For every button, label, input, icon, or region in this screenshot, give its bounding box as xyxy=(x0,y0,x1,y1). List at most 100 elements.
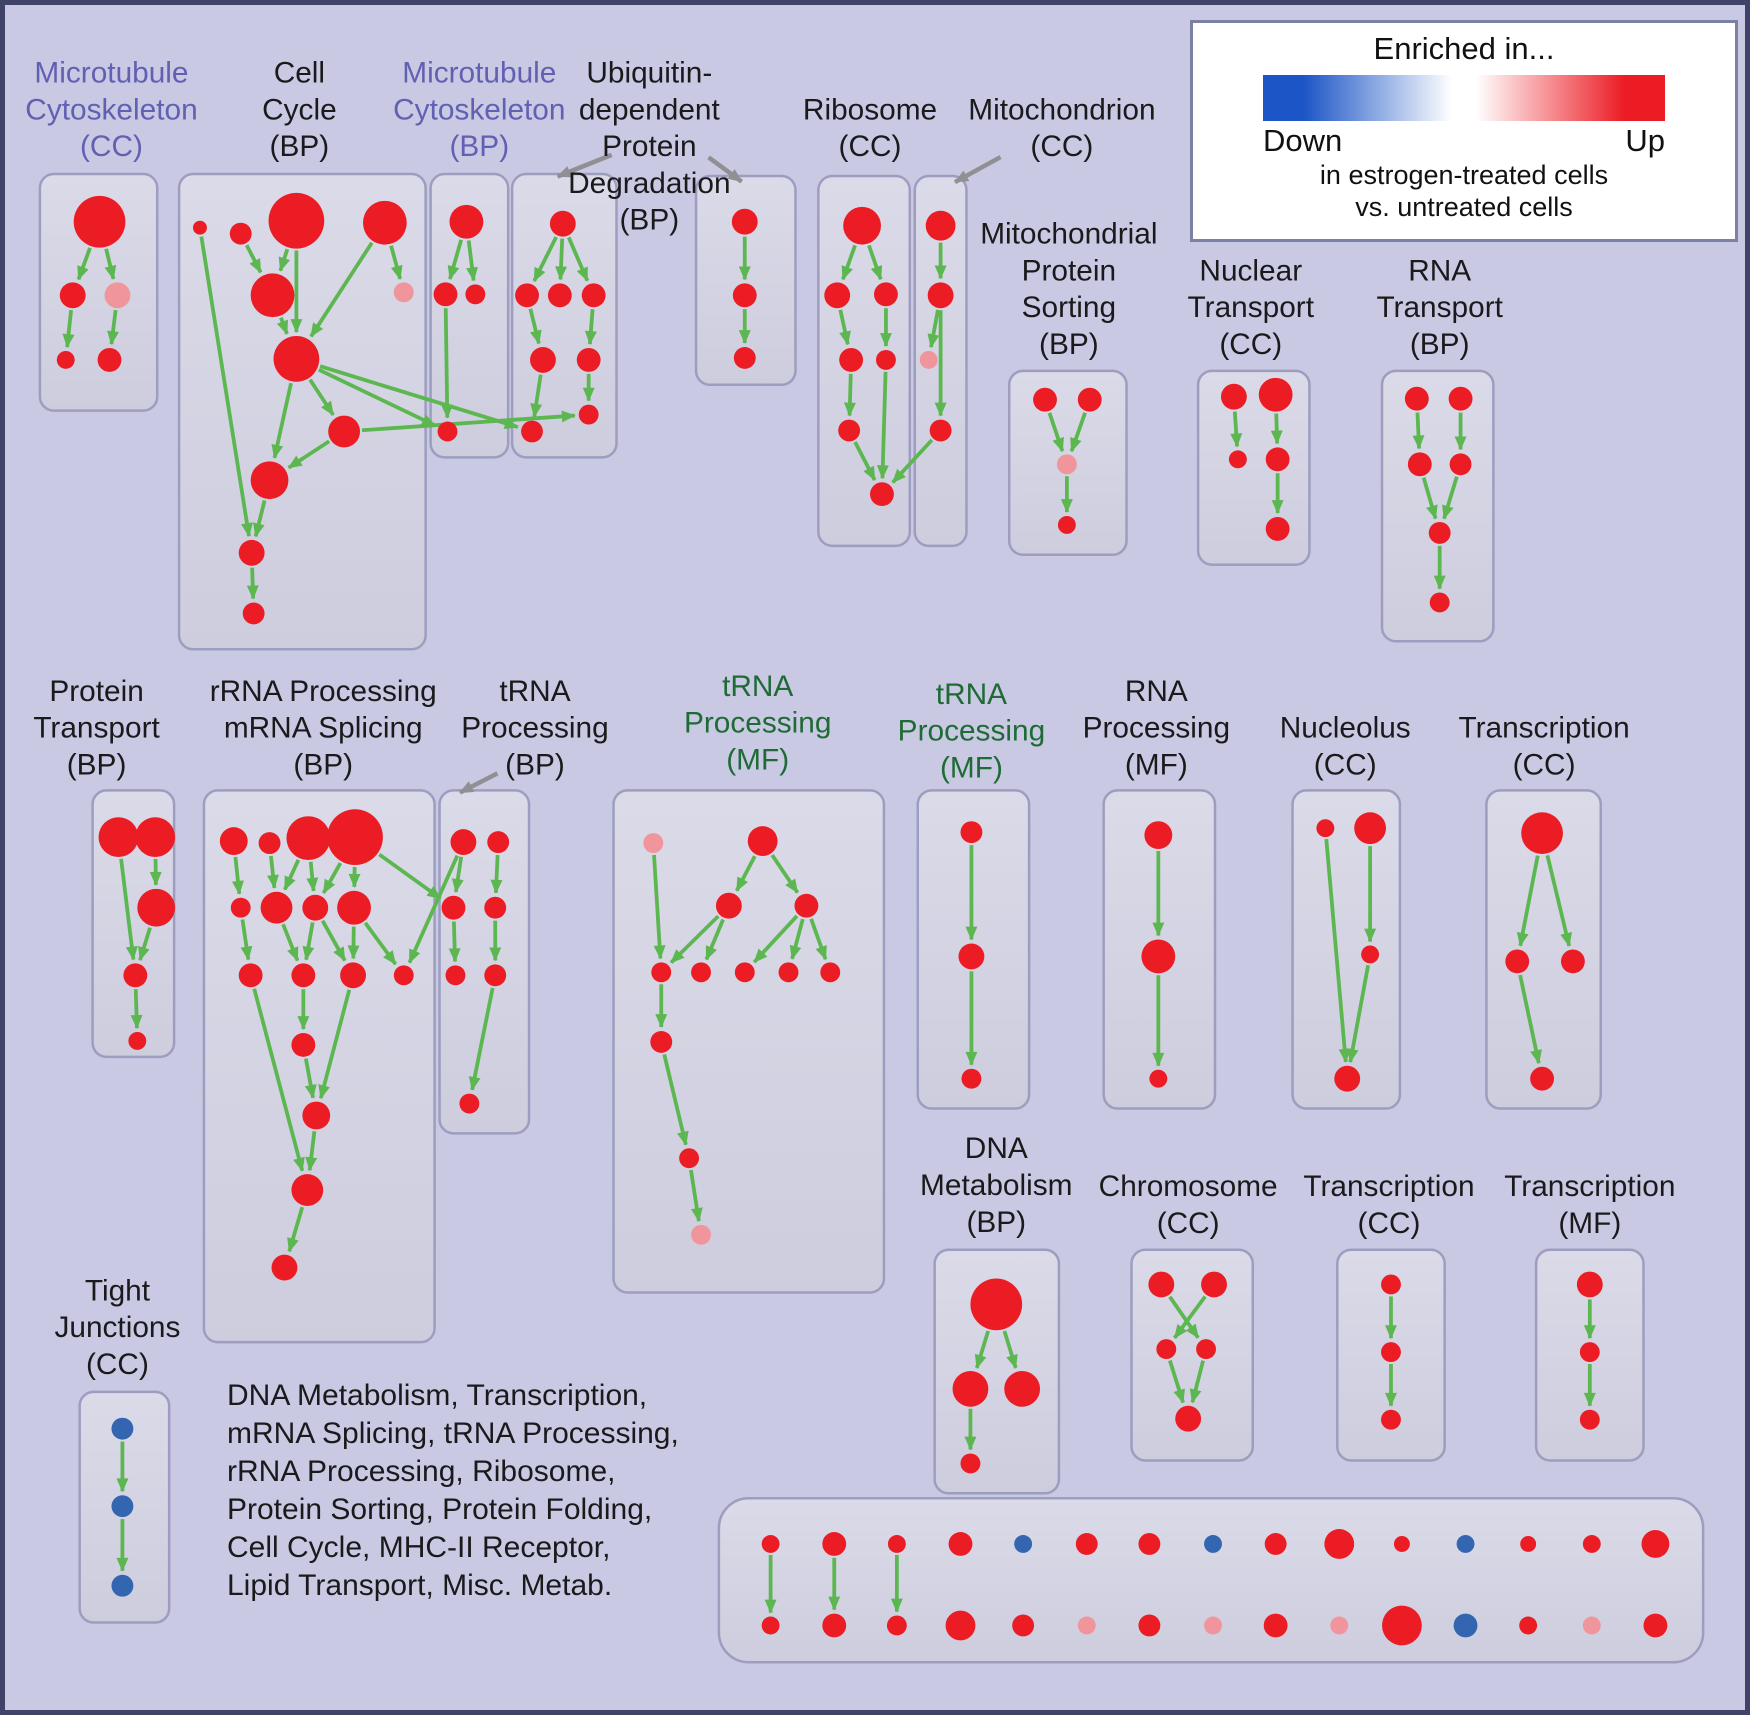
nuclear-transport-cc-gene-node-3 xyxy=(1265,447,1290,472)
cell-cycle-bp-edge-arrow xyxy=(271,382,293,459)
dna-metabolism-bp-gene-node-3 xyxy=(960,1453,981,1474)
chromosome-cc-gene-node-2 xyxy=(1156,1339,1177,1360)
trna-processing-mf-large-gene-node-5 xyxy=(691,962,711,983)
cross-edge-arrow xyxy=(378,852,442,900)
misc-categories-box-gene-node-28 xyxy=(1582,1616,1601,1635)
trna-processing-mf-large-gene-node-11 xyxy=(691,1224,711,1245)
misc-categories-box-gene-node-29 xyxy=(1643,1613,1668,1638)
dna-metabolism-bp-gene-node-0 xyxy=(970,1278,1023,1331)
rrna-processing-mrna-splicing-bp-edge-arrow xyxy=(283,859,301,891)
rrna-processing-mrna-splicing-bp-gene-node-9 xyxy=(291,963,316,988)
chromosome-cc-edge-arrow xyxy=(1168,1295,1200,1339)
nuclear-transport-cc-edge-arrow xyxy=(1230,411,1243,448)
nuclear-transport-cc-box xyxy=(1196,369,1311,566)
trna-processing-bp-gene-node-2 xyxy=(441,895,466,920)
rrna-processing-mrna-splicing-bp-edge-arrow xyxy=(304,1058,317,1099)
nuclear-transport-cc-gene-node-1 xyxy=(1258,377,1293,412)
chromosome-cc-edge-arrow xyxy=(1173,1295,1207,1340)
microtubule-cytoskeleton-bp-gene-node-0 xyxy=(449,204,484,239)
protein-transport-bp-gene-node-1 xyxy=(135,817,176,858)
microtubule-cytoskeleton-cc-gene-node-3 xyxy=(56,350,75,369)
nucleolus-cc-gene-node-1 xyxy=(1354,812,1387,845)
ubiquitin-degradation-right-gene-node-0 xyxy=(731,208,758,235)
microtubule-cytoskeleton-bp-gene-node-3 xyxy=(437,421,458,442)
ubiquitin-degradation-left-edge-arrow xyxy=(530,374,543,418)
trna-processing-mf-large-gene-node-6 xyxy=(734,962,755,983)
rrna-processing-mrna-splicing-bp-gene-node-5 xyxy=(260,891,293,924)
ribosome-cc-gene-node-6 xyxy=(870,482,894,507)
microtubule-cytoskeleton-cc-edge-arrow xyxy=(62,309,75,349)
protein-transport-bp-edge-arrow xyxy=(130,989,143,1029)
chromosome-cc-gene-node-3 xyxy=(1196,1339,1216,1360)
dna-metabolism-bp-edge-arrow xyxy=(974,1330,990,1369)
rrna-processing-mrna-splicing-bp-gene-node-14 xyxy=(291,1174,324,1206)
nodes-layer xyxy=(56,192,1670,1646)
rrna-processing-mrna-splicing-bp-edge-arrow xyxy=(252,988,305,1172)
microtubule-cytoskeleton-bp-edge-arrow xyxy=(447,239,463,280)
ubiquitin-degradation-left-gene-node-7 xyxy=(578,404,599,425)
microtubule-cytoskeleton-cc-edge-arrow xyxy=(104,248,117,280)
misc-categories-box-gene-node-9 xyxy=(1324,1529,1355,1559)
misc-categories-box-gene-node-10 xyxy=(1393,1536,1410,1552)
transcription-cc-top-gene-node-3 xyxy=(1530,1066,1555,1091)
nucleolus-cc-label: Nucleolus(CC) xyxy=(1280,712,1411,782)
ubiquitin-degradation-left-edge-arrow xyxy=(528,308,542,345)
cross-edge-arrow xyxy=(319,364,519,430)
legend-up-label: Up xyxy=(1625,123,1665,158)
chromosome-cc-gene-node-1 xyxy=(1201,1271,1227,1298)
trna-processing-mf-large-gene-node-1 xyxy=(747,826,778,857)
misc-categories-box-gene-node-20 xyxy=(1077,1616,1096,1635)
cell-cycle-bp-gene-node-7 xyxy=(328,415,361,448)
rna-transport-bp-gene-node-0 xyxy=(1404,386,1429,411)
rrna-processing-mrna-splicing-bp-edge-arrow xyxy=(302,922,315,961)
trna-processing-bp-gene-node-3 xyxy=(484,896,507,919)
trna-processing-mf-large-gene-node-10 xyxy=(679,1148,700,1169)
misc-categories-box-gene-node-16 xyxy=(822,1613,847,1638)
label-callout-arrow xyxy=(556,152,613,179)
rrna-processing-mrna-splicing-bp-gene-node-4 xyxy=(230,897,251,918)
rrna-processing-mrna-splicing-bp-box xyxy=(202,789,436,1344)
trna-processing-mf-large-gene-node-3 xyxy=(794,893,819,918)
trna-processing-mf-large-gene-node-8 xyxy=(820,962,841,983)
rrna-processing-mrna-splicing-bp-gene-node-10 xyxy=(340,962,366,989)
chromosome-cc-gene-node-4 xyxy=(1175,1405,1202,1432)
ribosome-cc-gene-node-0 xyxy=(843,206,881,245)
ubiquitin-degradation-left-gene-node-3 xyxy=(581,283,606,308)
transcription-mf-gene-node-0 xyxy=(1576,1271,1603,1298)
chromosome-cc-label: Chromosome(CC) xyxy=(1099,1170,1278,1240)
chromosome-cc-box xyxy=(1130,1248,1255,1462)
microtubule-cytoskeleton-bp-gene-node-1 xyxy=(433,282,458,307)
protein-transport-bp-box xyxy=(91,789,176,1059)
cross-edge-arrow xyxy=(361,410,576,433)
mitochondrial-protein-sorting-bp-gene-node-0 xyxy=(1033,387,1057,412)
ribosome-cc-edge-arrow xyxy=(838,309,851,346)
cell-cycle-bp-gene-node-8 xyxy=(250,461,289,500)
misc-text-line-2: mRNA Splicing, tRNA Processing, xyxy=(227,1417,679,1450)
mitochondrial-protein-sorting-bp-gene-node-3 xyxy=(1057,516,1076,534)
misc-categories-box-gene-node-19 xyxy=(1012,1614,1035,1637)
misc-categories-box-gene-node-0 xyxy=(761,1535,780,1553)
misc-categories-box-gene-node-3 xyxy=(948,1532,973,1556)
protein-transport-bp-edge-arrow xyxy=(119,858,138,961)
trna-processing-bp-edge-arrow xyxy=(468,987,495,1091)
misc-categories-box-gene-node-13 xyxy=(1582,1535,1601,1553)
rrna-processing-mrna-splicing-bp-edge-arrow xyxy=(363,921,398,966)
misc-categories-box-gene-node-14 xyxy=(1641,1530,1670,1558)
ribosome-cc-box xyxy=(817,174,912,548)
trna-processing-mf-large-edge-arrow xyxy=(704,918,725,961)
misc-categories-box-gene-node-8 xyxy=(1264,1533,1287,1555)
nucleolus-cc-gene-node-3 xyxy=(1334,1065,1361,1092)
rna-transport-bp-gene-node-2 xyxy=(1407,452,1432,477)
mitochondrion-cc-gene-node-3 xyxy=(929,419,952,442)
rrna-processing-mrna-splicing-bp-gene-node-6 xyxy=(302,894,329,921)
rrna-processing-mrna-splicing-bp-edge-arrow xyxy=(287,1206,305,1253)
transcription-cc-top-gene-node-1 xyxy=(1505,949,1530,974)
cell-cycle-bp-edge-arrow xyxy=(244,244,263,274)
